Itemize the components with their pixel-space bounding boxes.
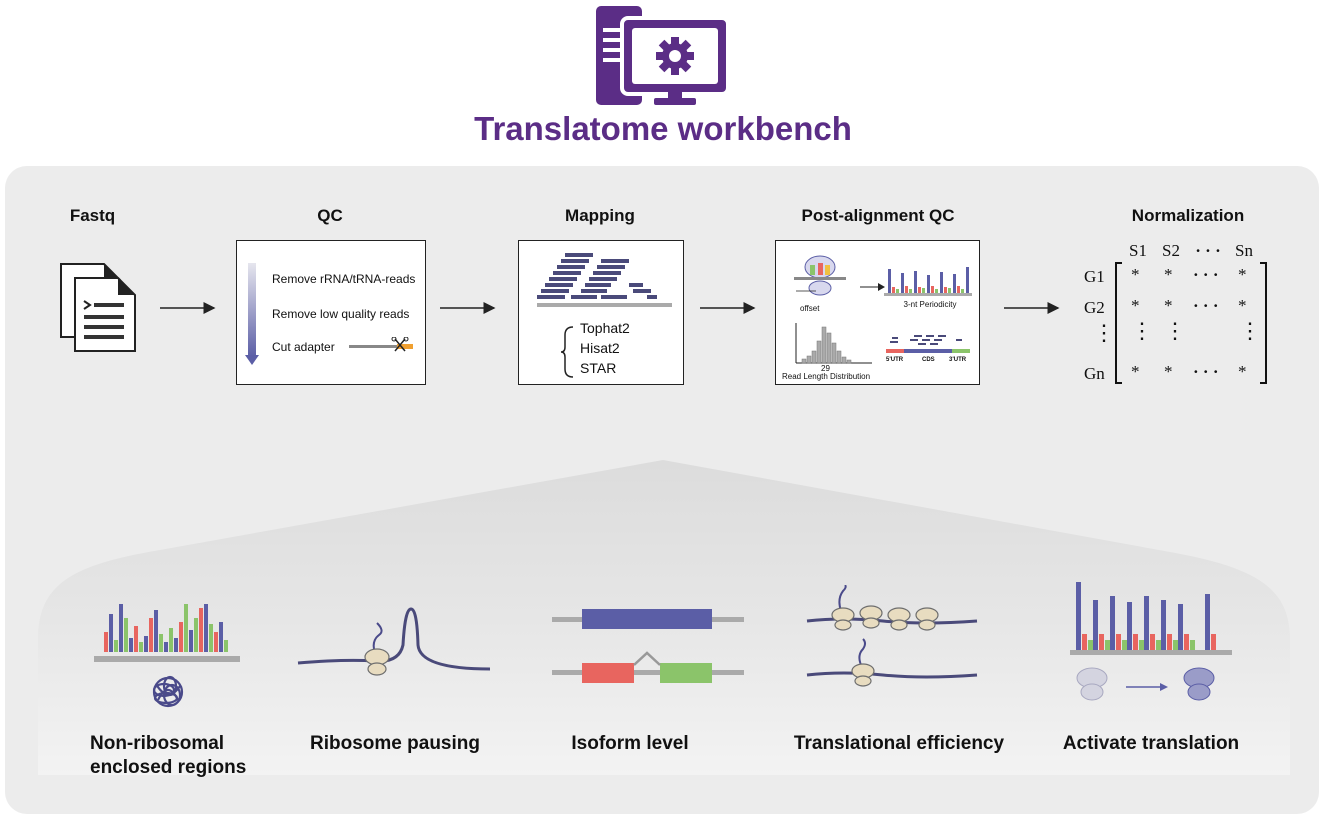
periodicity-label: 3-nt Periodicity bbox=[903, 300, 957, 309]
isoform-graphic bbox=[552, 609, 744, 683]
activate-translation-graphic bbox=[1070, 582, 1232, 701]
matrix-cell: * bbox=[1164, 362, 1173, 381]
matrix-cell: * bbox=[1238, 362, 1247, 381]
scissors-icon bbox=[349, 337, 413, 352]
read-alignment-graphic bbox=[537, 253, 672, 307]
translational-efficiency-graphic bbox=[806, 585, 978, 687]
app-label-line: enclosed regions bbox=[90, 757, 247, 778]
utr3-label: 3'UTR bbox=[949, 357, 967, 363]
matrix-cell: * bbox=[1164, 265, 1173, 284]
matrix-row-g2: G2 bbox=[1084, 298, 1105, 317]
periodicity-chart bbox=[884, 267, 972, 296]
matrix-col-ellipsis: · · · bbox=[1195, 241, 1221, 260]
app-label-translational-efficiency: Translational efficiency bbox=[793, 733, 1005, 754]
step-title-fastq: Fastq bbox=[69, 206, 116, 225]
mapping-tool-hisat2: Hisat2 bbox=[580, 340, 620, 356]
step-title-post-alignment-qc: Post-alignment QC bbox=[801, 206, 955, 225]
matrix-cell: * bbox=[1131, 265, 1140, 284]
matrix-cell: * bbox=[1131, 362, 1140, 381]
ribosome-offset-graphic bbox=[794, 255, 846, 296]
matrix-col-sn: Sn bbox=[1235, 241, 1253, 260]
small-arrow bbox=[860, 283, 885, 291]
matrix-brackets bbox=[1115, 262, 1267, 384]
qc-item-rrna: Remove rRNA/tRNA-reads bbox=[272, 272, 416, 286]
post-alignment-qc-box: offset 3-nt Periodicity bbox=[775, 240, 980, 385]
matrix-cell: * bbox=[1238, 296, 1247, 315]
matrix-cell-hdots: · · · bbox=[1193, 362, 1219, 381]
utr5-label: 5'UTR bbox=[886, 357, 904, 363]
document-stack-icon bbox=[60, 263, 136, 352]
pipeline-arrows bbox=[160, 302, 1060, 314]
mapping-tool-star: STAR bbox=[580, 360, 617, 376]
offset-label: offset bbox=[800, 304, 820, 313]
app-label-isoform-level: Isoform level bbox=[571, 733, 689, 754]
step-title-normalization: Normalization bbox=[1131, 206, 1245, 225]
app-label-activate-translation: Activate translation bbox=[1062, 733, 1240, 754]
step-title-qc: QC bbox=[317, 206, 343, 225]
qc-box: Remove rRNA/tRNA-reads Remove low qualit… bbox=[236, 240, 426, 385]
read-length-label: Read Length Distribution bbox=[782, 372, 871, 381]
qc-item-quality: Remove low quality reads bbox=[272, 307, 410, 321]
matrix-cell-vdots: ⋮ bbox=[1239, 318, 1261, 343]
matrix-cell-hdots: · · · bbox=[1193, 296, 1219, 315]
matrix-cell-vdots: ⋮ bbox=[1131, 318, 1153, 343]
qc-progress-arrow bbox=[245, 263, 259, 365]
matrix-cell-vdots: ⋮ bbox=[1164, 318, 1186, 343]
matrix-col-s2: S2 bbox=[1162, 241, 1180, 260]
app-label-line: Non-ribosomal bbox=[90, 733, 225, 754]
utr-cds-coverage-graphic bbox=[886, 335, 970, 353]
ribosome-pausing-graphic bbox=[297, 607, 491, 676]
matrix-row-g1: G1 bbox=[1084, 267, 1105, 286]
matrix-cell: * bbox=[1238, 265, 1247, 284]
matrix-cell: * bbox=[1164, 296, 1173, 315]
page-title: Translatome workbench bbox=[474, 110, 852, 147]
length-distribution-histogram bbox=[795, 323, 872, 364]
matrix-col-s1: S1 bbox=[1129, 241, 1147, 260]
non-ribosomal-graphic bbox=[94, 604, 240, 708]
qc-item-adapter: Cut adapter bbox=[272, 340, 335, 354]
matrix-cell: * bbox=[1131, 296, 1140, 315]
monitor-gear-icon bbox=[596, 6, 730, 105]
mapping-box: Tophat2 Hisat2 STAR bbox=[518, 240, 684, 385]
cds-label: CDS bbox=[922, 357, 935, 363]
matrix-row-gn: Gn bbox=[1084, 364, 1105, 383]
mapping-tool-tophat2: Tophat2 bbox=[580, 320, 630, 336]
matrix-row-vdots: ⋮ bbox=[1093, 320, 1115, 345]
step-title-mapping: Mapping bbox=[565, 206, 635, 225]
tools-brace bbox=[561, 326, 574, 378]
app-label-ribosome-pausing: Ribosome pausing bbox=[310, 733, 480, 754]
app-label-non-ribosomal: Non-ribosomal enclosed regions bbox=[72, 732, 266, 780]
matrix-cell-hdots: · · · bbox=[1193, 265, 1219, 284]
peak-length-label: 29 bbox=[821, 364, 830, 373]
